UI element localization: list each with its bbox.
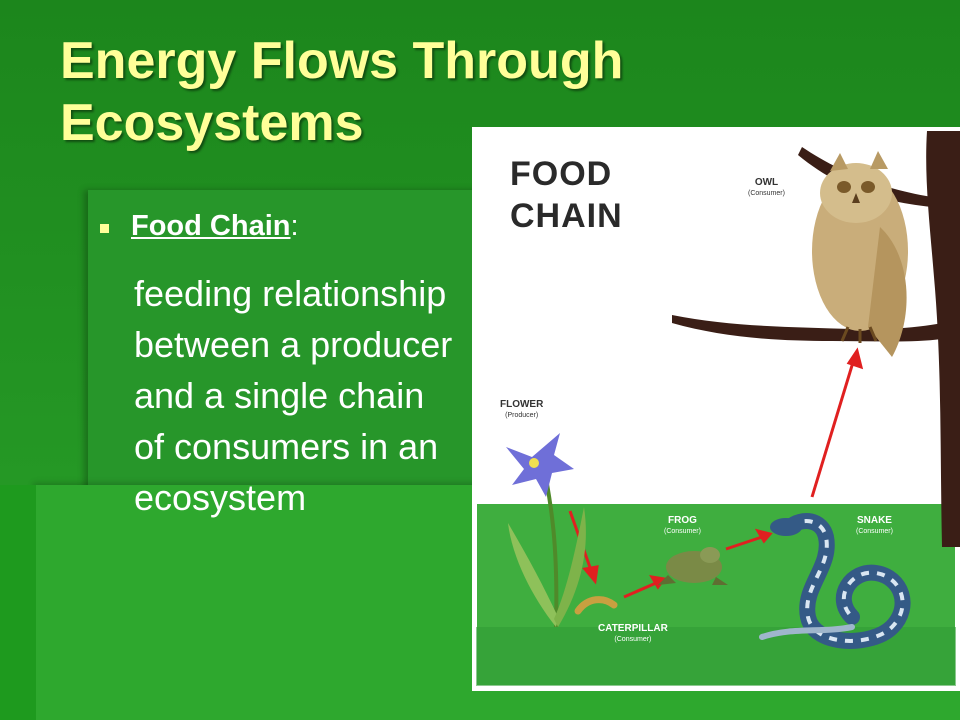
snake-icon: [759, 513, 911, 649]
frog-label: FROG (Consumer): [664, 515, 701, 537]
owl-name: OWL: [754, 177, 779, 188]
definition-text: feeding relationship between a producer …: [134, 273, 453, 518]
energy-arrows: [568, 347, 864, 599]
caterpillar-label: CATERPILLAR (Consumer): [598, 623, 668, 645]
snake-label: SNAKE (Consumer): [856, 515, 893, 537]
food-chain-figure: FOOD CHAIN OWL (Consumer) FLOWER (Produc…: [472, 127, 960, 691]
caterpillar-icon: [574, 596, 618, 615]
bullet-term: Food Chain: [131, 210, 291, 242]
figure-title: FOOD CHAIN: [510, 153, 623, 237]
owl-role: (Consumer): [748, 190, 785, 197]
frog-name: FROG: [668, 515, 697, 526]
owl-icon: [812, 151, 908, 357]
figure-title-line2: CHAIN: [510, 197, 623, 235]
figure-title-line1: FOOD: [510, 155, 613, 193]
bullet-colon: :: [290, 210, 299, 242]
frog-icon: [658, 547, 728, 585]
frog-role: (Consumer): [664, 528, 701, 535]
flower-icon: [506, 433, 586, 628]
bullet-item: Food Chain:: [100, 210, 299, 243]
flower-label: FLOWER (Producer): [500, 399, 543, 421]
snake-name: SNAKE: [856, 515, 892, 526]
owl-label: OWL (Consumer): [748, 177, 785, 199]
caterpillar-name: CATERPILLAR: [598, 623, 668, 634]
bullet-marker-icon: [100, 224, 109, 233]
background-strip: [0, 485, 36, 720]
snake-role: (Consumer): [856, 528, 893, 535]
flower-name: FLOWER: [500, 399, 544, 410]
food-chain-illustration: [475, 131, 960, 687]
flower-role: (Producer): [505, 412, 539, 419]
bullet-text: Food Chain:: [131, 210, 299, 243]
slide-title: Energy Flows Through Ecosystems: [60, 32, 624, 152]
caterpillar-role: (Consumer): [614, 636, 652, 643]
